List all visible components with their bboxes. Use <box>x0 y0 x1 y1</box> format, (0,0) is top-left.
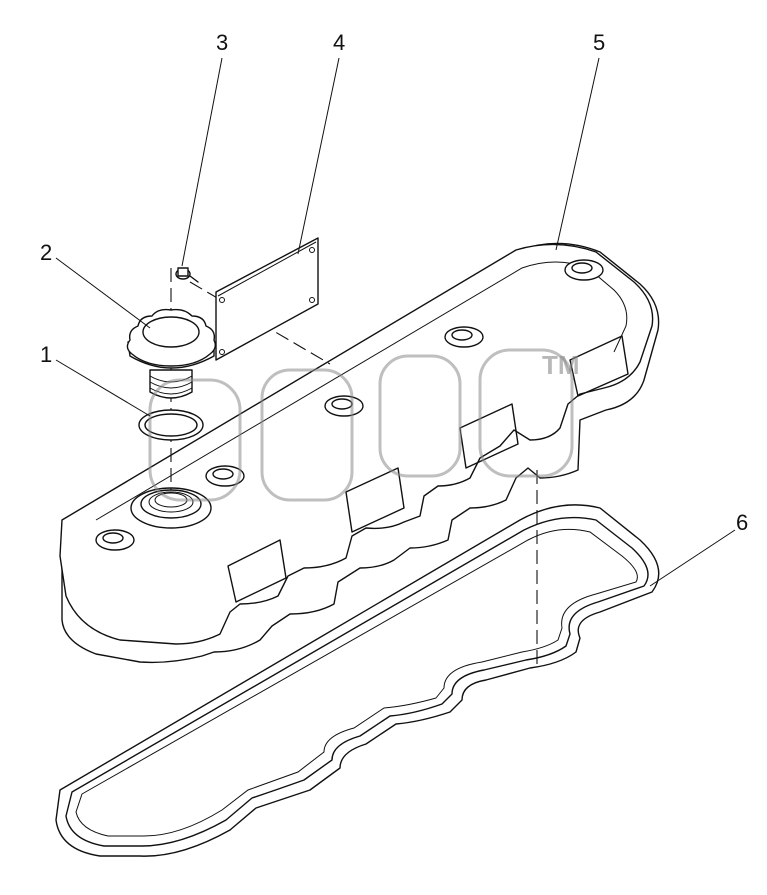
screw <box>175 267 199 283</box>
callouts: 1 2 3 4 5 6 <box>40 30 748 535</box>
watermark-tm-label: TM <box>542 350 580 380</box>
callout-1: 1 <box>40 342 52 367</box>
bolt-boss <box>324 395 364 417</box>
bolt-boss <box>205 465 245 487</box>
bolt-boss <box>444 326 484 348</box>
name-plate <box>215 237 319 361</box>
gasket <box>55 504 660 857</box>
bolt-boss <box>564 259 604 281</box>
valve-cover <box>59 242 660 664</box>
oil-filler-cap <box>126 308 217 399</box>
callout-5: 5 <box>593 30 605 55</box>
o-ring <box>138 409 204 441</box>
watermark-logo: TM <box>148 348 580 502</box>
callout-2: 2 <box>40 240 52 265</box>
callout-6: 6 <box>736 510 748 535</box>
filler-neck <box>130 487 212 529</box>
callout-3: 3 <box>216 30 228 55</box>
callout-4: 4 <box>333 30 345 55</box>
leader-lines <box>55 57 736 587</box>
bolt-boss <box>95 529 135 551</box>
